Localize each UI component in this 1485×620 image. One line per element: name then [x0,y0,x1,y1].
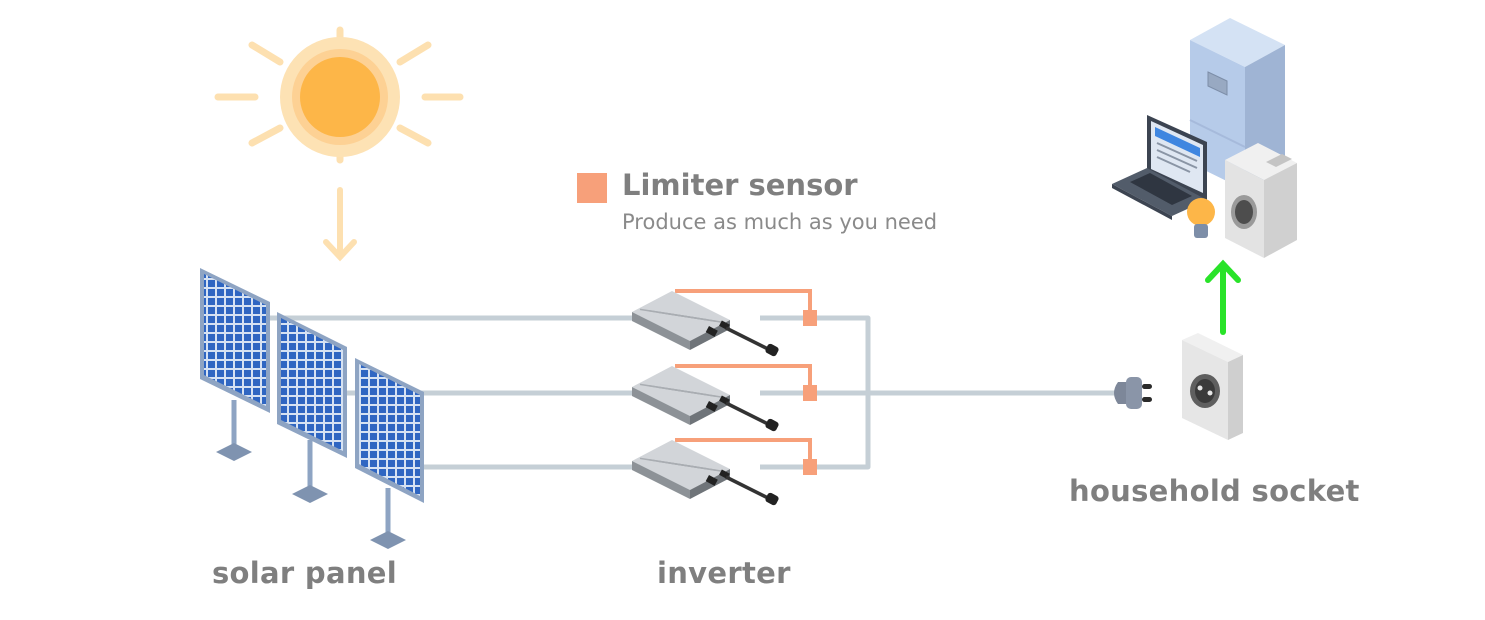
sun-icon [214,26,464,164]
limiter-sensor-2 [803,385,817,401]
plug-icon [1114,377,1152,409]
power-flow-arrow-icon [1205,259,1241,335]
solar-panel-1 [200,268,270,461]
inverter-label: inverter [657,556,791,590]
legend-title: Limiter sensor [622,168,858,202]
inverter-1 [632,289,812,357]
limiter-sensor-3 [803,459,817,475]
light-bulb-icon [1187,198,1215,238]
legend-subtitle: Produce as much as you need [622,210,938,234]
sunlight-arrow-icon [323,187,357,262]
limiter-sensor-1 [803,310,817,326]
washing-machine-icon [1225,143,1297,258]
laptop-icon [1112,115,1207,220]
solar-panel-2 [277,312,347,503]
solar-panel-label: solar panel [212,556,397,590]
socket-icon [1182,333,1243,440]
inverter-3 [632,438,812,506]
limiter-sensor-swatch-icon [577,173,607,203]
solar-panel-3 [355,358,424,549]
household-socket-label: household socket [1069,474,1360,508]
inverter-2 [632,364,812,432]
